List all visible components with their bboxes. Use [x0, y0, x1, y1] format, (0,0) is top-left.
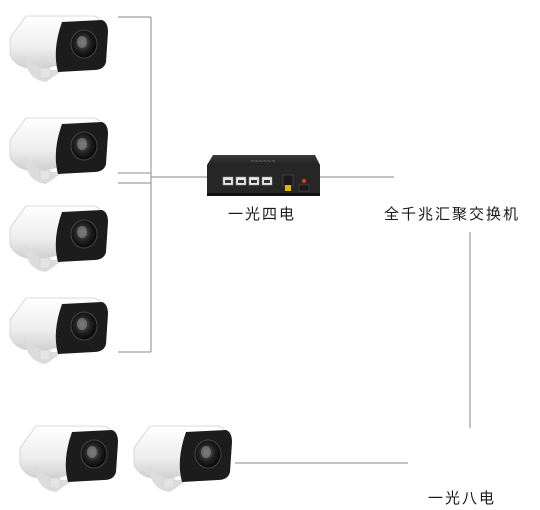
svg-text:~~~~~~: ~~~~~~ [250, 159, 275, 165]
bullet-camera-icon [9, 297, 109, 365]
bullet-camera-icon [9, 117, 109, 185]
bullet-camera-icon [19, 425, 119, 493]
core-switch-label: 全千兆汇聚交换机 [384, 205, 521, 223]
switch4-label: 一光四电 [228, 205, 297, 223]
bullet-camera-icon [9, 205, 109, 273]
bullet-camera-icon [9, 15, 109, 83]
switch8-label: 一光八电 [428, 489, 497, 507]
camera-group-a [9, 15, 109, 365]
bullet-camera-icon [133, 425, 233, 493]
camera-group-b [19, 425, 233, 493]
network-switch-icon: ~~~~~~ [207, 155, 320, 196]
connection-lines [118, 16, 471, 464]
